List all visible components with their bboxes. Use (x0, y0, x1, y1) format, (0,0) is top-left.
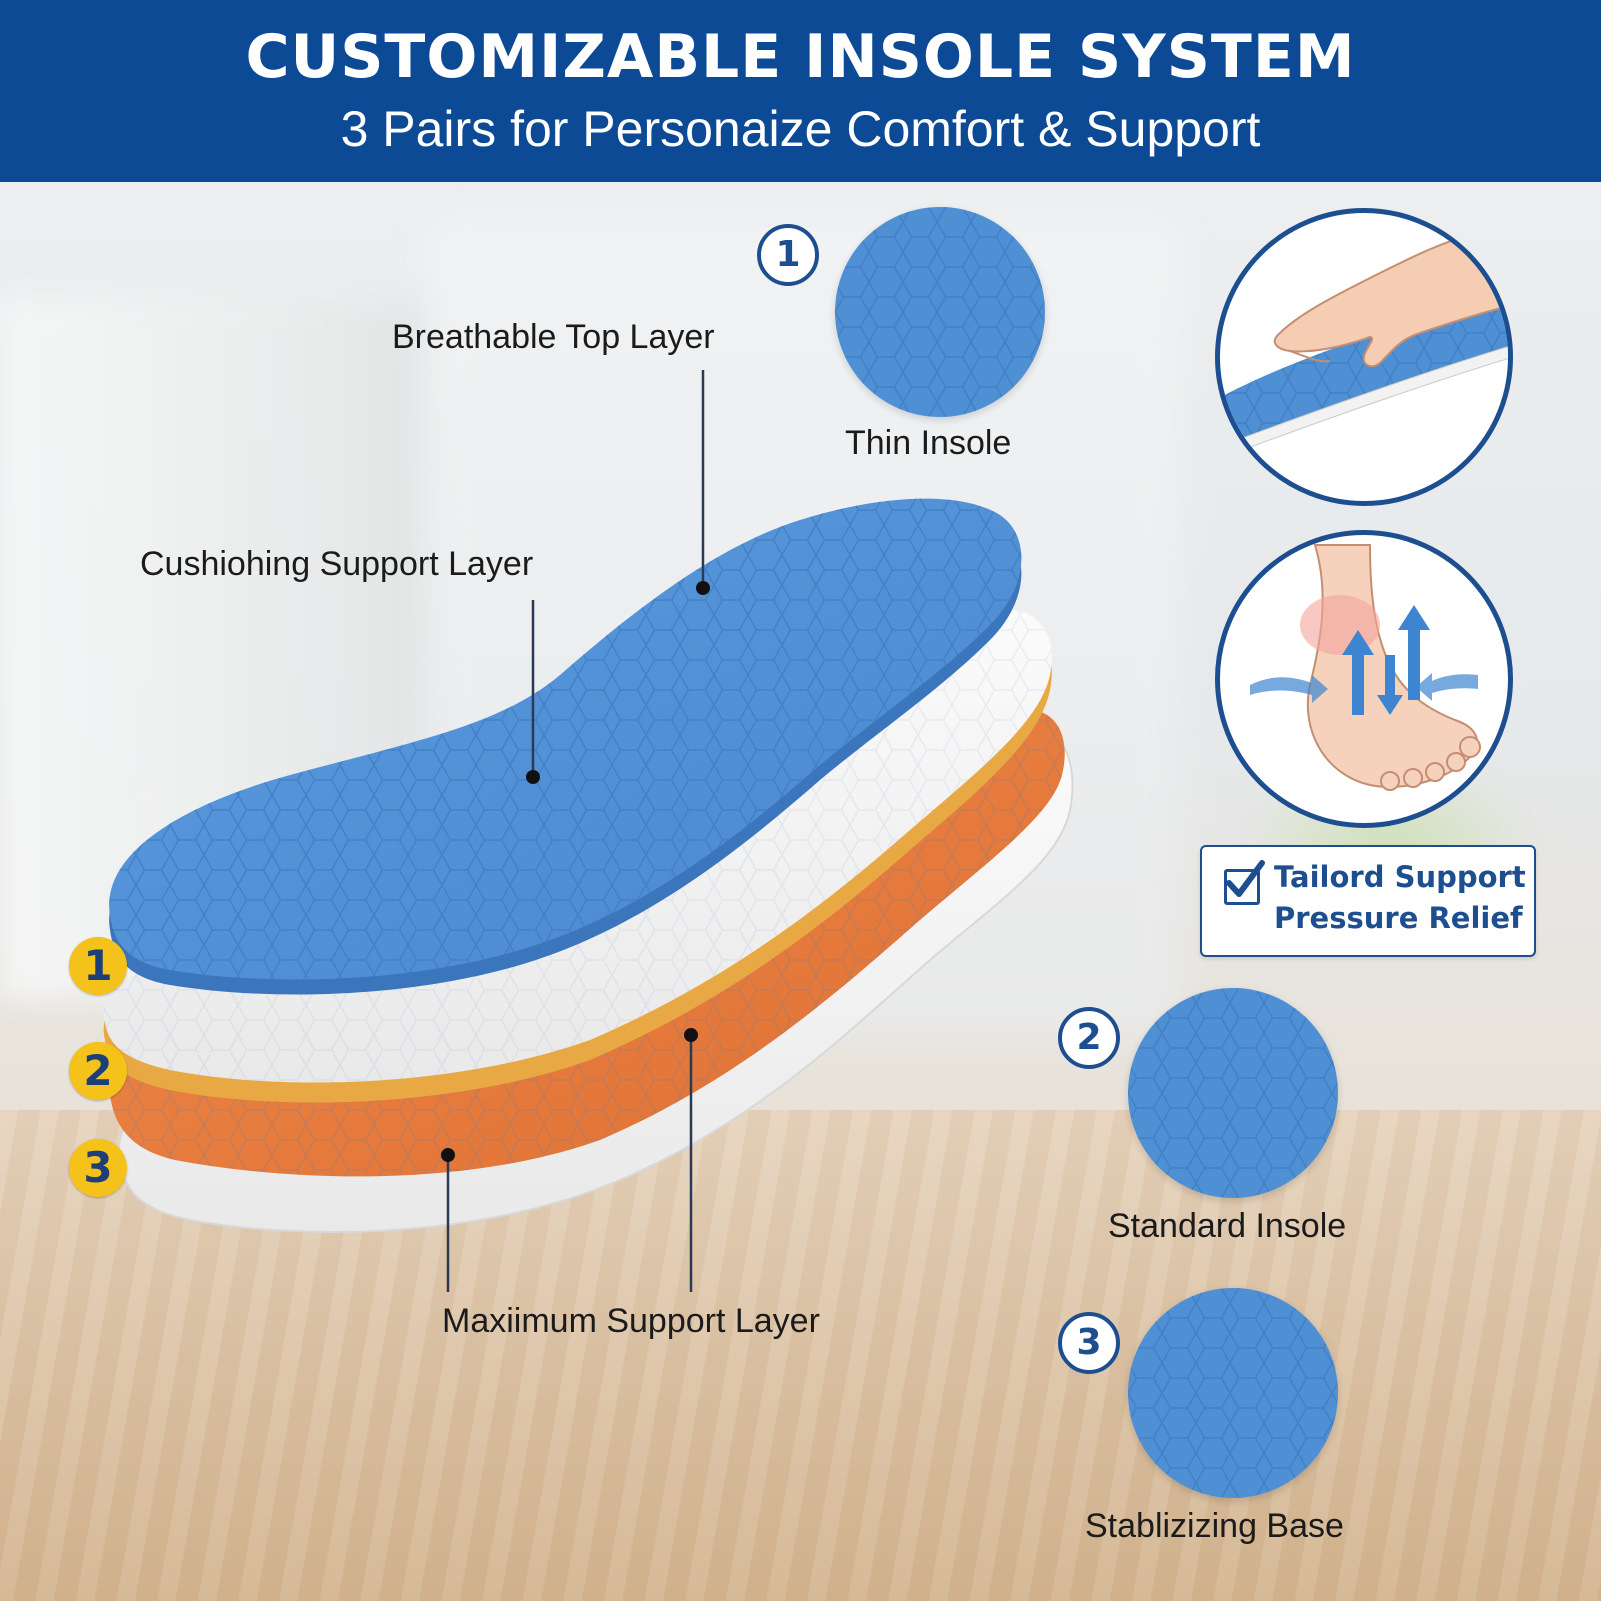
leader-lines (441, 370, 710, 1292)
benefit-callout: Tailord Support Pressure Relief (1200, 845, 1536, 957)
page-subtitle: 3 Pairs for Personaize Comfort & Support (340, 101, 1261, 157)
foot-pressure-relief-icon (1215, 530, 1513, 828)
option-number-2: 2 (1058, 1007, 1120, 1069)
header-banner: CUSTOMIZABLE INSOLE SYSTEM 3 Pairs for P… (0, 0, 1601, 182)
insole-marker-2: 2 (69, 1042, 127, 1100)
checkmark-icon (1226, 860, 1265, 897)
checkbox-frame (1224, 869, 1260, 905)
benefit-line-pressure-relief: Pressure Relief (1274, 901, 1523, 935)
benefit-line-tailored-support: Tailord Support (1274, 860, 1526, 894)
page-title: CUSTOMIZABLE INSOLE SYSTEM (245, 22, 1356, 92)
label-standard-insole: Standard Insole (1108, 1207, 1347, 1245)
label-thin-insole: Thin Insole (845, 424, 1012, 462)
stabilizing-base-swatch (1128, 1288, 1338, 1498)
label-maximum-support-layer: Maxiimum Support Layer (442, 1302, 820, 1340)
label-breathable-top-layer: Breathable Top Layer (392, 318, 715, 356)
label-cushioning-support-layer: Cushiohing Support Layer (140, 545, 534, 583)
breathable-top-layer (109, 498, 1022, 995)
insole-marker-3: 3 (69, 1139, 127, 1197)
hand-pressing-insole-icon (1215, 208, 1513, 506)
standard-insole-swatch (1128, 988, 1338, 1198)
option-number-1: 1 (757, 224, 819, 286)
thin-insole-swatch (835, 207, 1045, 417)
insole-marker-1: 1 (69, 937, 127, 995)
label-stabilizing-base: Stablizizing Base (1085, 1507, 1344, 1545)
option-number-3: 3 (1058, 1312, 1120, 1374)
